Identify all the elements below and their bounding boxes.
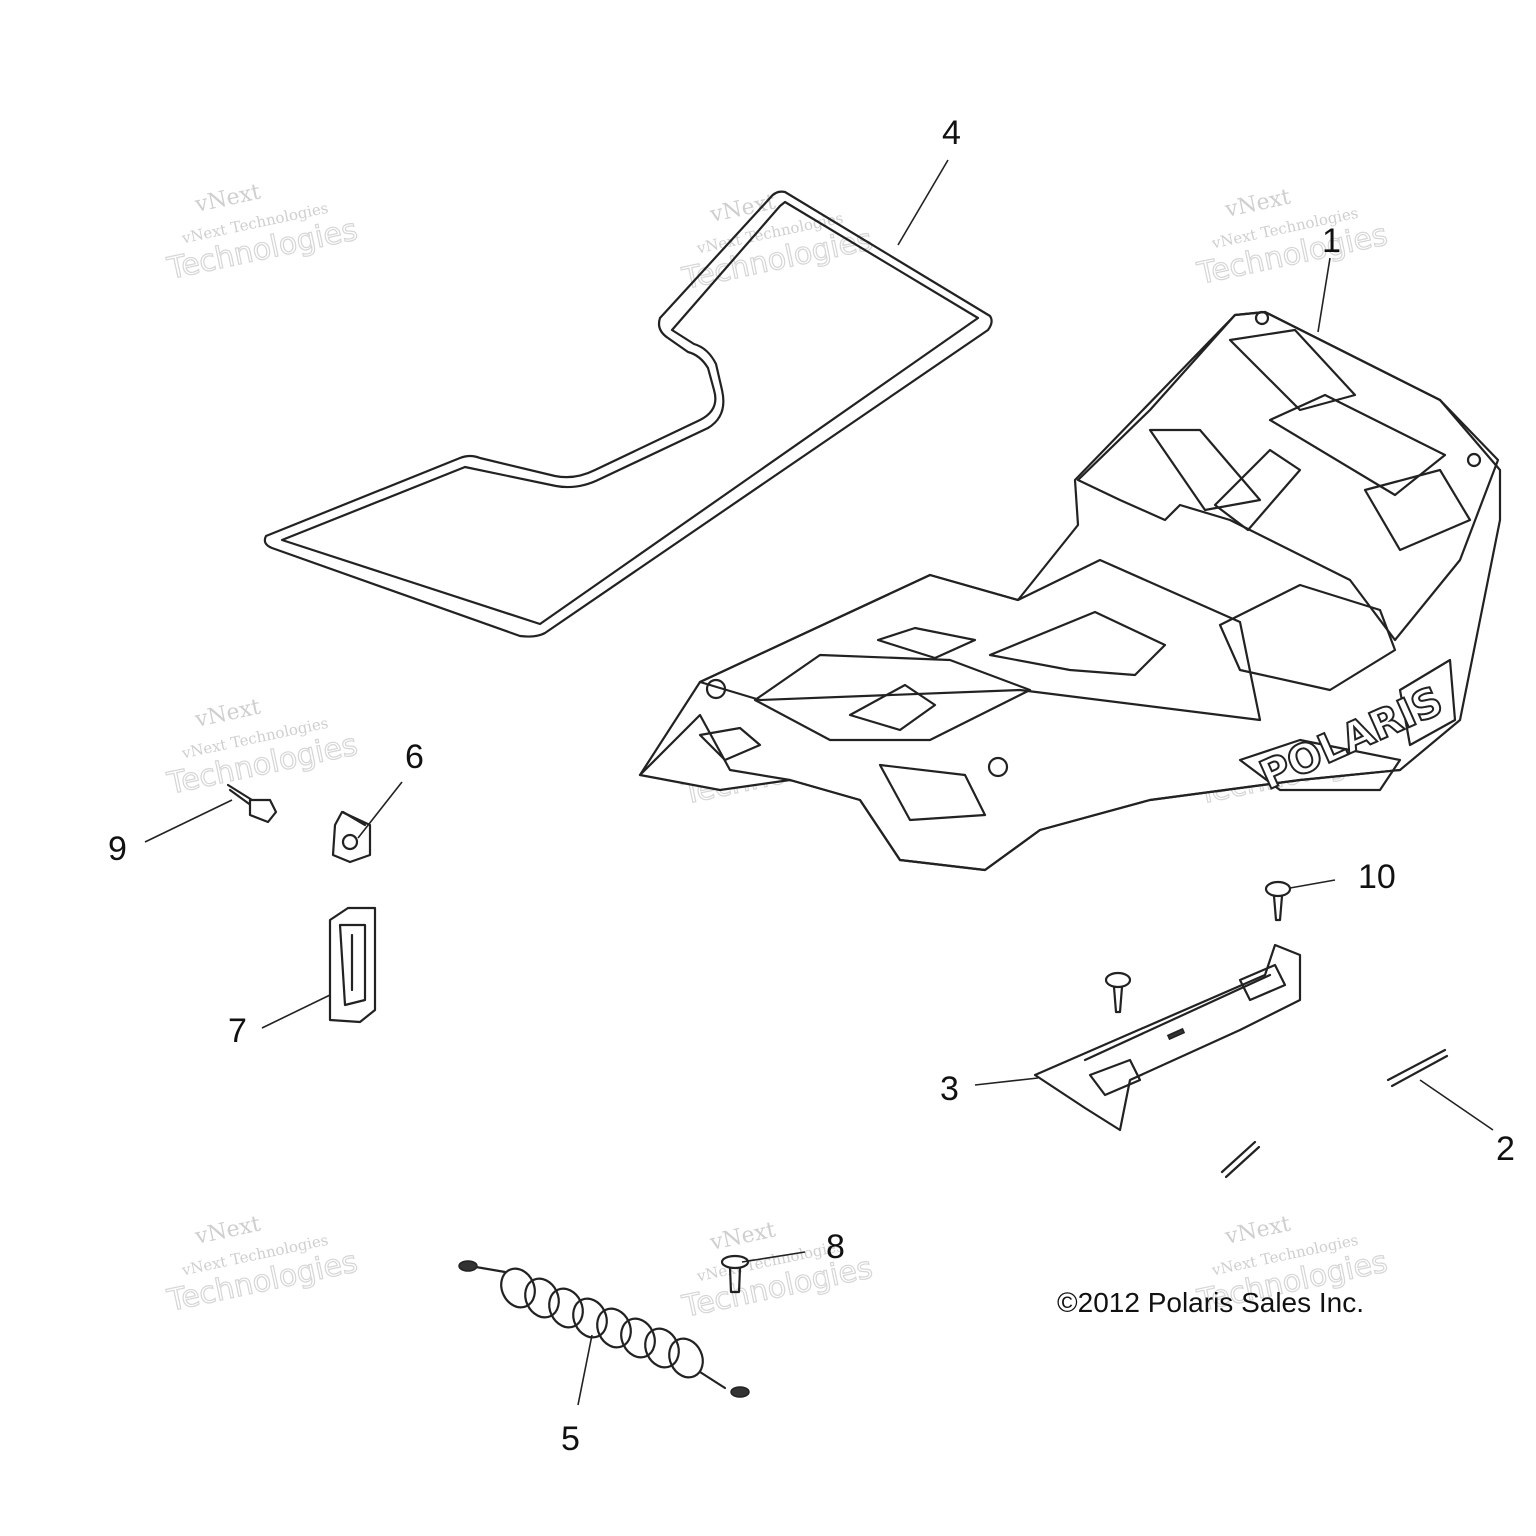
copyright-notice: ©2012 Polaris Sales Inc. bbox=[1057, 1287, 1364, 1318]
svg-text:vNext: vNext bbox=[707, 1218, 778, 1256]
leader-8 bbox=[741, 1251, 806, 1263]
callout-6: 6 bbox=[405, 738, 424, 776]
callout-3: 3 bbox=[940, 1070, 959, 1108]
part-2-pins bbox=[1220, 1048, 1449, 1179]
callout-4: 4 bbox=[942, 114, 961, 152]
callout-9: 9 bbox=[108, 830, 127, 868]
part-10-screws bbox=[1104, 880, 1292, 1014]
callout-7: 7 bbox=[228, 1012, 247, 1050]
watermark-bottom-left: vNext vNext Technologies Technologies bbox=[163, 1212, 361, 1320]
callout-1: 1 bbox=[1322, 222, 1341, 260]
svg-text:vNext: vNext bbox=[1222, 1212, 1293, 1250]
leader-1 bbox=[1317, 257, 1331, 333]
callout-5: 5 bbox=[561, 1420, 580, 1458]
svg-text:vNext: vNext bbox=[192, 695, 263, 733]
leader-10 bbox=[1289, 879, 1336, 889]
leader-7 bbox=[261, 994, 331, 1029]
part-4-seal bbox=[263, 190, 993, 638]
svg-text:vNext: vNext bbox=[192, 180, 263, 218]
leader-4 bbox=[897, 159, 949, 246]
leader-9 bbox=[144, 799, 233, 843]
svg-text:vNext: vNext bbox=[192, 1212, 263, 1250]
part-3-bracket bbox=[1033, 943, 1302, 1132]
leader-3 bbox=[974, 1077, 1039, 1086]
part-8-fastener bbox=[720, 1254, 750, 1294]
part-5-coil-cable bbox=[458, 1260, 750, 1398]
callout-8: 8 bbox=[826, 1228, 845, 1266]
part-9-rivet bbox=[226, 783, 278, 824]
watermark-top-left: vNext vNext Technologies Technologies bbox=[163, 180, 361, 288]
callout-10: 10 bbox=[1358, 858, 1396, 896]
part-7-latch bbox=[328, 906, 377, 1024]
svg-text:vNext: vNext bbox=[1222, 185, 1293, 223]
part-6-clip bbox=[331, 810, 372, 864]
callout-2: 2 bbox=[1496, 1130, 1515, 1168]
watermark-mid-left: vNext vNext Technologies Technologies bbox=[163, 695, 361, 803]
leader-2 bbox=[1419, 1079, 1494, 1131]
leader-5 bbox=[577, 1334, 593, 1406]
leader-6 bbox=[357, 781, 403, 839]
watermark-top-right: vNext vNext Technologies Technologies bbox=[1193, 185, 1391, 293]
watermark-top-center: vNext vNext Technologies Technologies bbox=[678, 190, 876, 298]
